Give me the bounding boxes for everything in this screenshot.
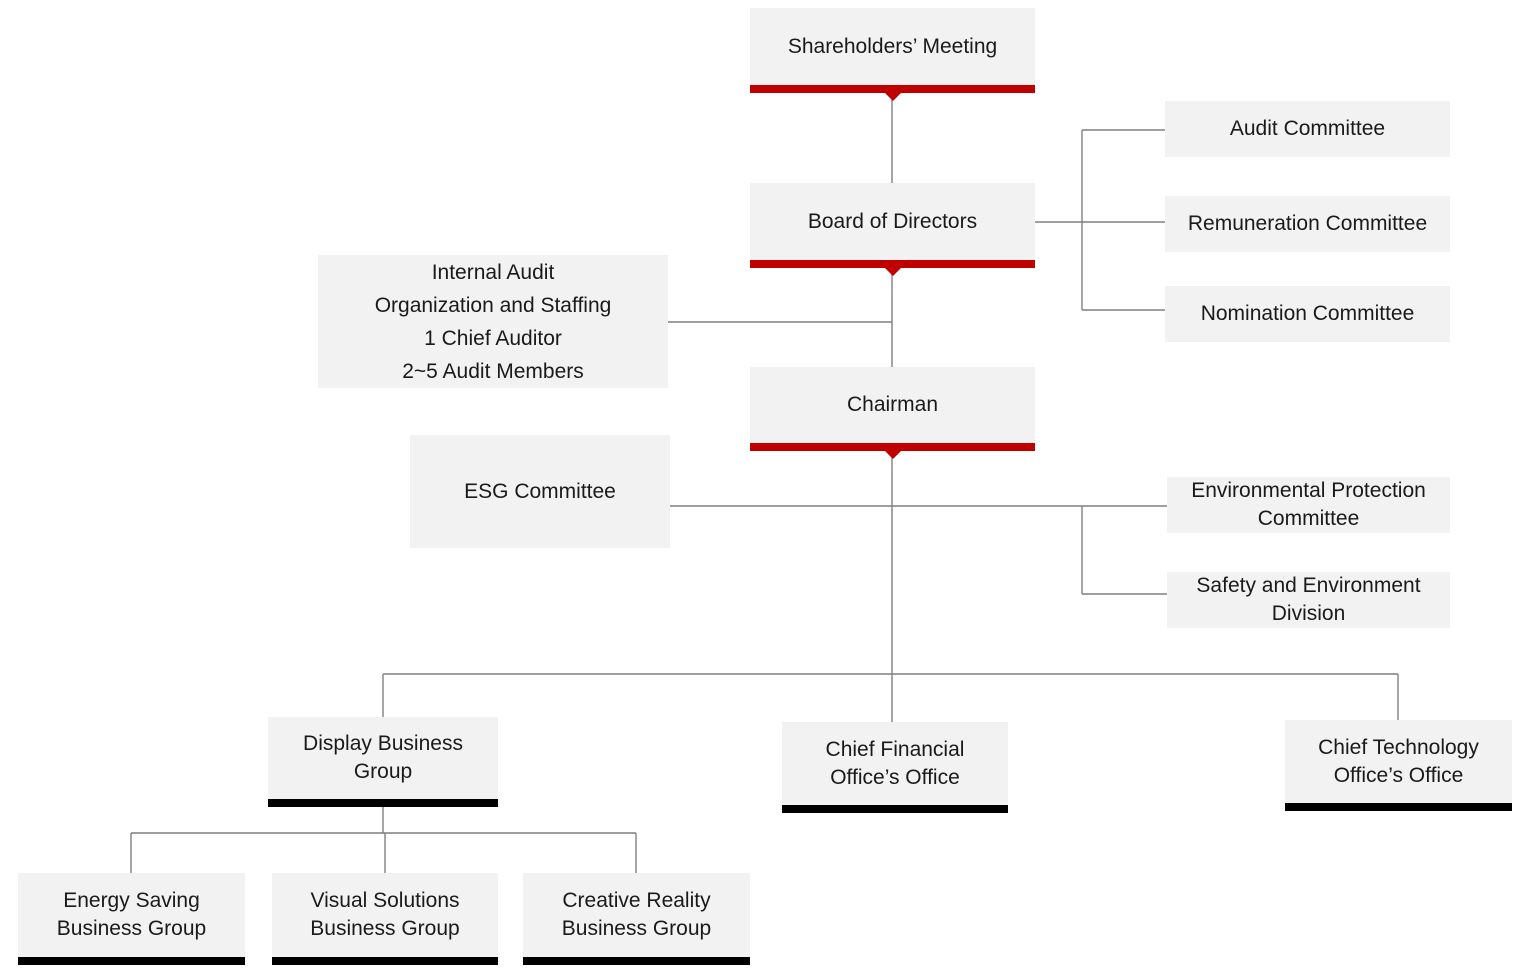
node-label: ESG Committee (464, 479, 616, 503)
node-label: Environmental Protection Committee (1191, 479, 1426, 530)
node-label: Chairman (846, 393, 939, 417)
node-energy-saving-business-group: Energy Saving Business Group (18, 873, 245, 965)
node-label: Audit Committee (1229, 117, 1386, 141)
node-label: Energy Saving Business Group (56, 889, 207, 940)
node-internal-audit: Internal Audit Organization and Staffing… (318, 255, 668, 388)
node-audit-committee: Audit Committee (1165, 101, 1450, 157)
node-label-line: Organization and Staffing (374, 293, 612, 317)
node-esg-committee: ESG Committee (410, 435, 670, 548)
node-shareholders-meeting: Shareholders’ Meeting (750, 8, 1035, 101)
node-visual-solutions-business-group: Visual Solutions Business Group (272, 873, 498, 965)
node-remuneration-committee: Remuneration Committee (1165, 196, 1450, 252)
node-creative-reality-business-group: Creative Reality Business Group (523, 873, 750, 965)
node-label: Chief Financial Office’s Office (825, 737, 965, 789)
node-display-business-group: Display Business Group (268, 717, 498, 807)
node-environmental-protection-committee: Environmental Protection Committee (1167, 477, 1450, 533)
black-underline (523, 957, 750, 965)
node-board-of-directors: Board of Directors (750, 183, 1035, 276)
node-chief-financial-office: Chief Financial Office’s Office (782, 722, 1008, 813)
node-label: Creative Reality Business Group (561, 889, 712, 940)
node-label: Board of Directors (807, 209, 978, 233)
node-label: Nomination Committee (1200, 302, 1415, 326)
node-nomination-committee: Nomination Committee (1165, 286, 1450, 342)
node-chief-technology-office: Chief Technology Office’s Office (1285, 720, 1512, 811)
black-underline (268, 799, 498, 807)
node-label: Visual Solutions Business Group (310, 889, 460, 940)
node-safety-and-environment-division: Safety and Environment Division (1167, 572, 1450, 628)
black-underline (18, 957, 245, 965)
node-label: Remuneration Committee (1187, 212, 1428, 236)
node-label-line: 2~5 Audit Members (402, 359, 584, 383)
node-label: Chief Technology Office’s Office (1318, 735, 1479, 787)
red-arrow-marker (884, 451, 901, 459)
red-underline (750, 260, 1035, 268)
red-arrow-marker (884, 93, 901, 101)
red-arrow-marker (884, 268, 901, 276)
black-underline (272, 957, 498, 965)
red-underline (750, 85, 1035, 93)
black-underline (1285, 803, 1512, 811)
node-chairman: Chairman (750, 367, 1035, 459)
node-label-line: 1 Chief Auditor (424, 326, 562, 350)
red-underline (750, 443, 1035, 451)
node-label: Shareholders’ Meeting (787, 34, 998, 58)
node-label: Display Business Group (303, 732, 463, 783)
node-label: Safety and Environment Division (1196, 574, 1421, 625)
node-label-line: Internal Audit (431, 260, 555, 284)
black-underline (782, 805, 1008, 813)
